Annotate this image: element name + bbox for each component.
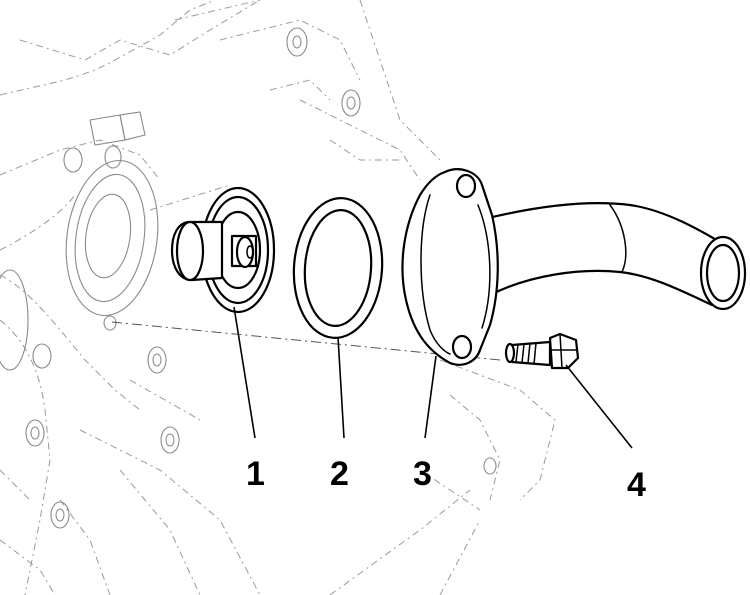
leader-3 — [424, 355, 437, 439]
leader-1 — [233, 306, 256, 439]
callout-3: 3 — [413, 455, 432, 493]
callout-4: 4 — [627, 466, 646, 504]
callout-1: 1 — [246, 455, 265, 493]
leader-4 — [565, 364, 633, 449]
thermostat — [170, 186, 276, 314]
coolant-pipe-flange — [401, 168, 747, 366]
leader-lines — [233, 306, 633, 449]
bolt — [504, 332, 580, 370]
callout-2: 2 — [330, 455, 349, 493]
sealing-ring — [292, 197, 384, 339]
engine-block-outline — [0, 0, 556, 595]
leader-2 — [337, 336, 345, 439]
